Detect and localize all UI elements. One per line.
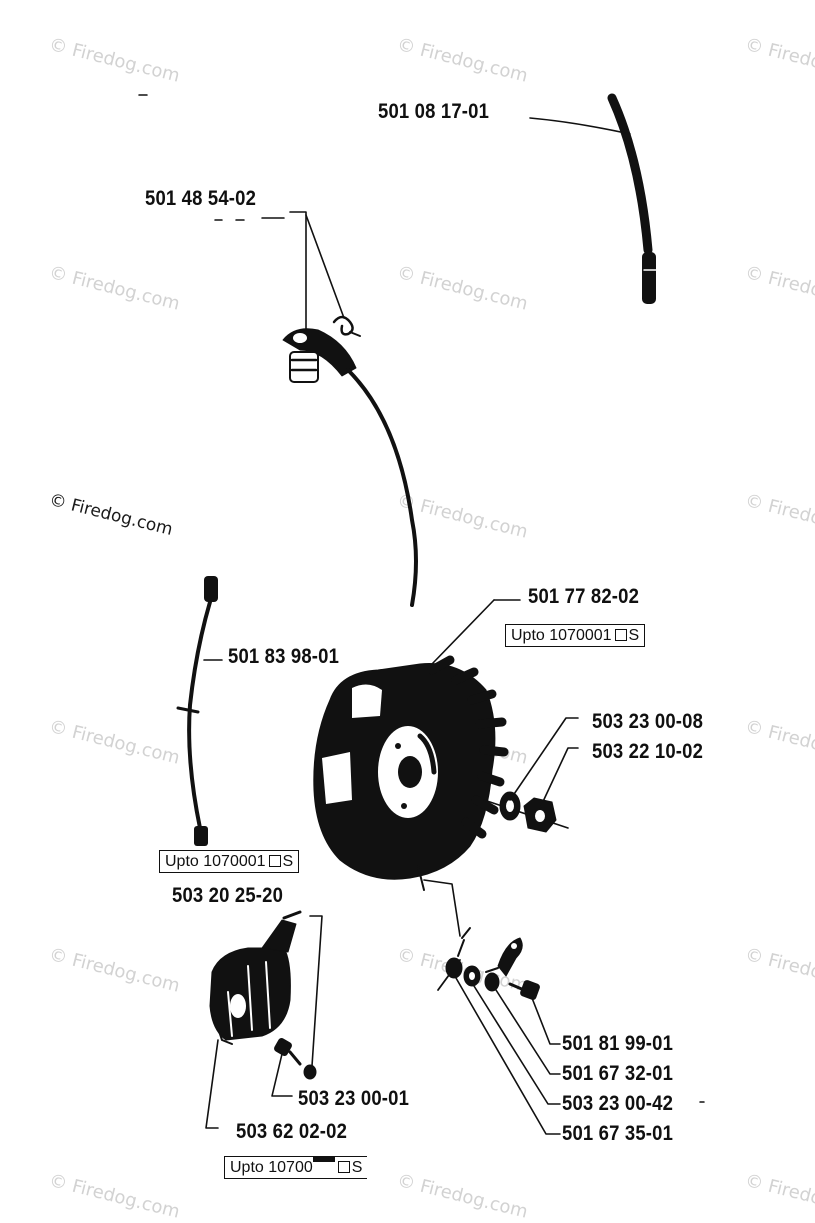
checkbox-square-icon [614, 629, 627, 641]
nut-part [523, 797, 557, 833]
leader-line [423, 879, 461, 937]
part-number-label: 501 67 32-01 [562, 1062, 674, 1085]
serial-note-text: Upto 1070001 [511, 627, 612, 644]
serial-note-box: Upto 1070001 S [505, 624, 646, 647]
part-number-label: 503 22 10-02 [592, 740, 704, 763]
leader-line [509, 717, 579, 801]
coil-screw-part [274, 1038, 317, 1080]
screw-part [508, 980, 540, 1000]
ignition-coil-part [209, 910, 302, 1045]
part-number-label: 501 77 82-02 [528, 585, 640, 608]
leader-line [431, 599, 495, 665]
stop-switch-part [485, 937, 523, 977]
part-number-label: 501 81 99-01 [562, 1032, 674, 1055]
spark-plug-cap [282, 328, 357, 383]
short-lead-part [176, 576, 218, 846]
switch-washers-part [437, 927, 500, 992]
checkbox-square-icon [268, 855, 281, 867]
serial-note-box: Upto 1070001 S [159, 850, 300, 873]
spring-clip-part [332, 315, 361, 337]
serial-note-suffix: S [351, 1159, 363, 1176]
serial-note-text: Upto 10700 [230, 1159, 313, 1176]
leader-line [473, 985, 561, 1105]
part-number-label: 501 67 35-01 [562, 1122, 674, 1145]
leader-line [455, 977, 561, 1135]
leader-line [305, 214, 345, 319]
serial-note-suffix: S [628, 627, 640, 644]
ignition-lead-part [607, 93, 657, 304]
serial-note-text: Upto 1070001 [165, 853, 266, 870]
checkbox-square-icon [337, 1161, 350, 1173]
serial-note-box: Upto 10700 S [224, 1156, 368, 1179]
leader-line [539, 747, 579, 809]
cable-part [346, 368, 418, 607]
part-number-label: 501 48 54-02 [145, 187, 257, 210]
part-number-label: 501 83 98-01 [228, 645, 340, 668]
part-number-label: 501 08 17-01 [378, 100, 490, 123]
leader-line [289, 211, 307, 331]
part-number-label: 503 23 00-08 [592, 710, 704, 733]
part-number-label: 503 20 25-20 [172, 884, 284, 907]
leader-line [309, 915, 323, 1067]
leader-line [205, 1039, 219, 1129]
part-number-label: 503 23 00-42 [562, 1092, 674, 1115]
leader-line [271, 1053, 293, 1097]
flywheel-part [313, 655, 509, 891]
leader-line [531, 997, 561, 1045]
leader-line [495, 989, 561, 1075]
washer-part [499, 791, 521, 821]
part-number-label: 503 62 02-02 [236, 1120, 348, 1143]
leader-line [529, 117, 631, 135]
part-number-label: 503 23 00-01 [298, 1087, 410, 1110]
serial-note-suffix: S [282, 853, 294, 870]
